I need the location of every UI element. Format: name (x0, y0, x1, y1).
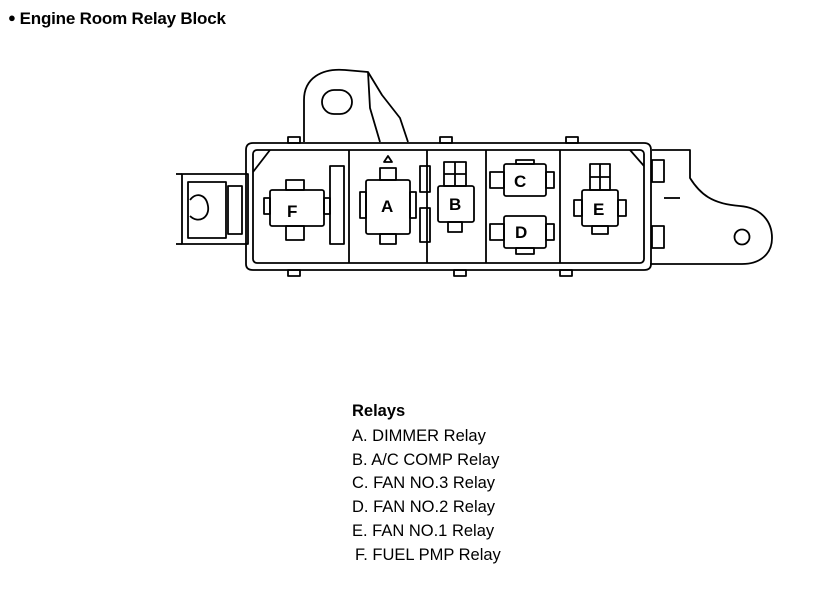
relay-label-e: E (593, 200, 604, 219)
relay-label-d: D (515, 223, 527, 242)
bullet-icon: ● (8, 10, 16, 25)
relay-label-a: A (381, 197, 393, 216)
legend-item-d: D. FAN NO.2 Relay (352, 498, 496, 517)
legend-item-f: F. FUEL PMP Relay (355, 545, 501, 564)
relay-e: E (573, 163, 627, 235)
relay-b: B (437, 161, 475, 233)
left-connector (176, 173, 249, 245)
legend-item-b: B. A/C COMP Relay (352, 450, 500, 469)
legend-item-e: E. FAN NO.1 Relay (352, 521, 495, 540)
mounting-bracket (303, 68, 409, 143)
relay-label-b: B (449, 195, 461, 214)
bracket-slot (321, 89, 353, 115)
mounting-hole (733, 228, 751, 246)
legend-heading: Relays (352, 402, 406, 420)
relay-block-housing (245, 136, 652, 277)
relay-f: F (263, 165, 345, 245)
relay-d: D (489, 215, 555, 255)
legend-item-a: A. DIMMER Relay (352, 426, 486, 445)
relay-label-c: C (514, 172, 526, 191)
diagram-title: ●Engine Room Relay Block (8, 9, 226, 29)
fuse-strip (419, 165, 431, 243)
mounting-ear (650, 149, 773, 265)
legend-item-c: C. FAN NO.3 Relay (352, 474, 496, 493)
relay-c: C (489, 159, 555, 197)
relay-label-f: F (287, 202, 297, 221)
relay-a: A (359, 155, 417, 245)
title-text: Engine Room Relay Block (19, 9, 226, 28)
relay-legend: Relays A. DIMMER Relay B. A/C COMP Relay… (352, 400, 501, 568)
